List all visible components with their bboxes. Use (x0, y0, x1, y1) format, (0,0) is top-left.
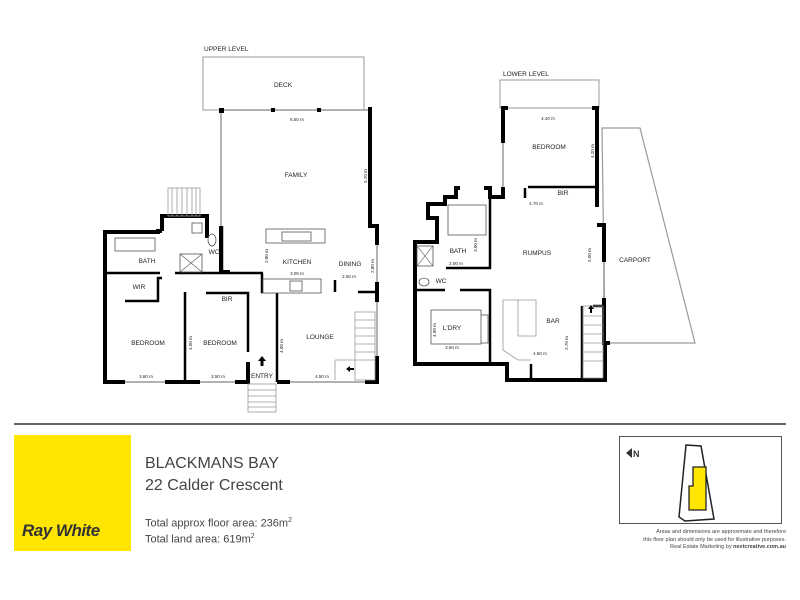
disclaimer: Areas and dimensions are approximate and… (586, 529, 786, 552)
dimension-label: 6.50 m (290, 117, 304, 122)
toilet (418, 277, 430, 287)
dimension-label: 4.50 m (533, 351, 547, 356)
unit-superscript: 2 (250, 533, 255, 540)
dimension-label: 2.80 m (264, 249, 269, 263)
dimension-label: 2.50 m (342, 274, 356, 279)
dimension-label: 4.70 m (529, 201, 543, 206)
dimension-label: 3.00 m (473, 238, 478, 252)
north-arrow-icon: N (626, 448, 640, 459)
room-label-rumpus: RUMPUS (523, 250, 552, 257)
room-label-bar: BAR (546, 318, 560, 325)
room-label-dining: DINING (339, 261, 362, 268)
entry-arrow-icon (258, 356, 266, 366)
dimension-label: 5.00 m (587, 248, 592, 262)
room-label-bedroom: BEDROOM (203, 340, 237, 347)
floor-area-text: Total approx floor area: 236m (145, 517, 289, 530)
disclaimer-line: Real Estate Marketing by (670, 544, 734, 550)
room-label-bir: BIR (558, 190, 569, 197)
site-plan: N (619, 436, 782, 524)
brand-name: Ray White (22, 521, 100, 540)
dimension-label: 4.50 m (315, 374, 329, 379)
svg-text:N: N (633, 449, 640, 459)
stair-arrow-icon (346, 366, 354, 372)
floor-area: Total approx floor area: 236m2 (145, 517, 292, 530)
dimension-label: 2.00 m (449, 261, 463, 266)
toilet (207, 233, 217, 247)
dimension-label: 4.20 m (590, 144, 595, 158)
carport-outline (601, 127, 696, 344)
land-area-text: Total land area: 619m (145, 533, 251, 546)
disclaimer-line: this floor plan should only be used for … (643, 536, 786, 543)
spa-bath (447, 204, 487, 236)
divider (14, 423, 786, 425)
disclaimer-line: Areas and dimensions are approximate and… (656, 529, 786, 535)
dimension-label: 4.40 m (541, 116, 555, 121)
suburb: BLACKMANS BAY (145, 455, 279, 472)
room-label-kitchen: KITCHEN (283, 259, 312, 266)
room-label-lounge: LOUNGE (306, 334, 334, 341)
marketing-credit-link: nextcreative.com.au (733, 544, 786, 550)
room-label-entry: ENTRY (251, 373, 274, 380)
room-label-wc: WC (209, 249, 220, 256)
balcony-outline (499, 79, 600, 109)
floor-plan: UPPER LEVEL (103, 46, 696, 413)
room-label-bir: BIR (222, 296, 233, 303)
dimension-label: 2.70 m (564, 336, 569, 350)
dimension-label: 4.00 m (432, 323, 437, 337)
stair-arrow-icon (588, 305, 594, 313)
room-label-carport: CARPORT (619, 257, 651, 264)
room-label-bedroom: BEDROOM (532, 144, 566, 151)
lower-level-plan: LOWER LEVEL BEDROOM BIR BATH (413, 71, 696, 382)
address: 22 Calder Crescent (145, 477, 283, 494)
house-footprint (688, 466, 707, 511)
room-label-wir: WIR (133, 284, 146, 291)
room-label-bedroom: BEDROOM (131, 340, 165, 347)
room-label-laundry: L'DRY (443, 325, 462, 332)
room-label-bath: BATH (139, 258, 156, 265)
dimension-label: 4.00 m (188, 336, 193, 350)
dimension-label: 2.50 m (211, 374, 225, 379)
room-label-bath: BATH (450, 248, 467, 255)
room-label-family: FAMILY (285, 172, 308, 179)
dimension-label: 3.00 m (290, 271, 304, 276)
upper-level-plan: UPPER LEVEL (103, 46, 379, 413)
dimension-label: 3.60 m (445, 345, 459, 350)
room-label-wc: WC (436, 278, 447, 285)
dimension-label: 2.80 m (370, 259, 375, 273)
dimension-label: 3.60 m (139, 374, 153, 379)
dimension-label: 4.00 m (279, 339, 284, 353)
upper-level-title: UPPER LEVEL (204, 46, 249, 53)
lower-level-title: LOWER LEVEL (503, 71, 549, 78)
dimension-label: 5.70 m (363, 169, 368, 183)
ray-white-logo: Ray White (14, 435, 131, 551)
land-area: Total land area: 619m2 (145, 533, 255, 546)
unit-superscript: 2 (288, 517, 292, 524)
bathtub (114, 237, 156, 252)
room-label-deck: DECK (274, 82, 293, 89)
